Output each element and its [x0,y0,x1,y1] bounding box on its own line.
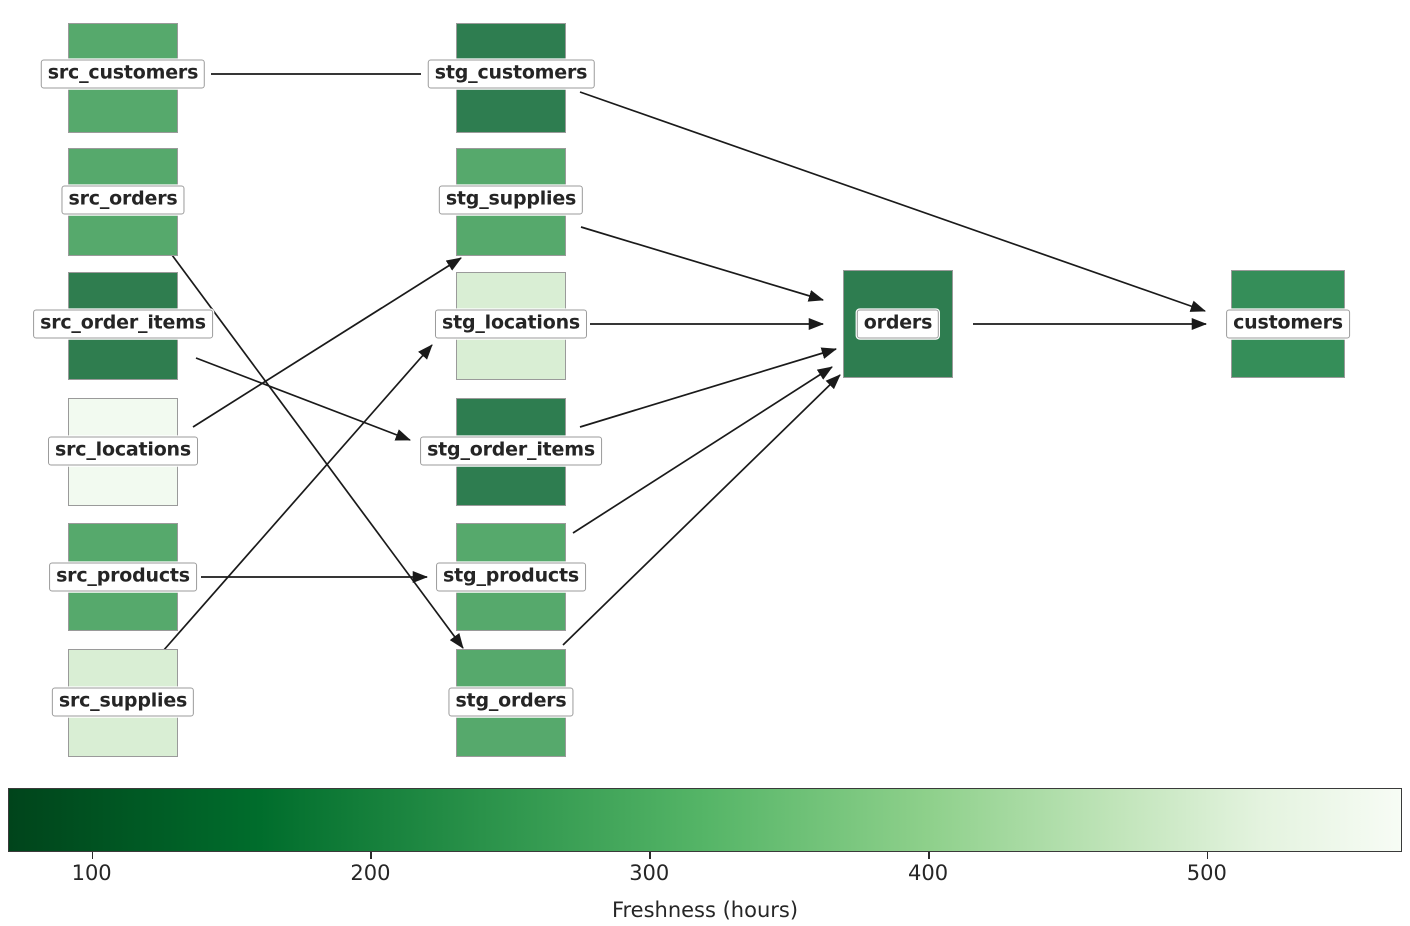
node-label-src-customers[interactable]: src_customers [40,59,206,89]
edge-layer [162,73,1208,652]
node-label-stg-customers[interactable]: stg_customers [427,59,595,89]
node-label-stg-locations[interactable]: stg_locations [434,309,588,339]
colorbar-tick-label: 500 [1186,861,1227,885]
node-label-customers[interactable]: customers [1226,309,1350,339]
edge-stg-orders-to-orders [562,374,841,646]
node-label-src-orders[interactable]: src_orders [61,185,185,215]
graph-canvas: src_customers src_orders src_order_items… [33,23,1350,757]
node-label-src-supplies[interactable]: src_supplies [51,687,195,717]
node-label-orders[interactable]: orders [856,309,940,339]
node-label-src-products[interactable]: src_products [49,562,197,592]
edge-src-locations-to-stg-locations [192,257,462,428]
edge-src-order-items-to-stg-order-items [195,357,411,441]
colorbar-tick-label: 400 [907,861,949,885]
edge-stg-order-items-to-orders [579,347,837,428]
node-label-src-locations[interactable]: src_locations [48,436,198,466]
node-label-src-order-items[interactable]: src_order_items [33,309,213,339]
edge-src-supplies-to-stg-supplies [162,344,433,652]
colorbar-tick-mark [91,852,94,859]
colorbar-gradient [8,788,1402,852]
colorbar: 100 200 300 400 500 Freshness (hours) [8,788,1402,926]
node-label-stg-supplies[interactable]: stg_supplies [438,185,584,215]
colorbar-tick-mark [649,852,651,859]
colorbar-tick-mark [928,852,930,859]
colorbar-tick-mark [1206,852,1209,859]
colorbar-tick-label: 100 [71,861,112,885]
node-label-stg-orders[interactable]: stg_orders [448,687,574,717]
colorbar-axis-label: Freshness (hours) [611,898,799,922]
edge-stg-products-to-orders [572,366,833,534]
node-label-stg-products[interactable]: stg_products [436,562,586,592]
colorbar-tick-label: 200 [350,861,391,885]
node-label-stg-order-items[interactable]: stg_order_items [420,436,602,466]
colorbar-tick-label: 300 [629,861,670,885]
colorbar-tick-axis: 100 200 300 400 500 [8,852,1402,892]
edge-stg-supplies-to-orders [580,226,824,302]
colorbar-tick-mark [370,852,373,859]
